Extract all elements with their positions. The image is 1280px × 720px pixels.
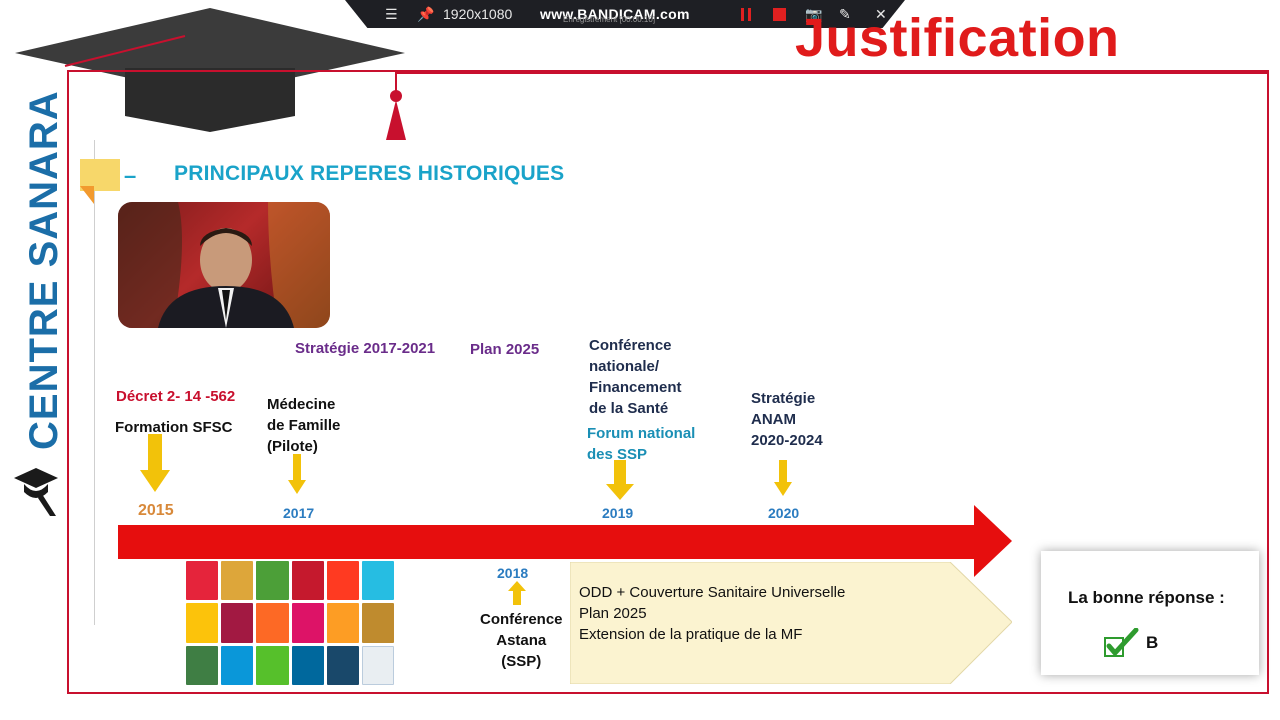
sdg-tile bbox=[361, 561, 394, 601]
brand-vertical: CENTRE SANARA bbox=[22, 90, 66, 450]
sdg-tile bbox=[291, 603, 324, 643]
recording-status: Enregistrement [00:00:10] bbox=[563, 15, 656, 24]
sdg-tile bbox=[361, 645, 394, 685]
recording-toolbar: ☰ 📌 1920x1080 www.BANDICAM.com Enregistr… bbox=[345, 0, 905, 28]
label-strategie-2017: Stratégie 2017-2021 bbox=[295, 340, 436, 357]
label-decret: Décret 2- 14 -562 bbox=[116, 388, 236, 405]
frame-divider bbox=[94, 140, 95, 625]
timeline-arrow bbox=[118, 505, 1012, 577]
answer-box bbox=[1041, 551, 1259, 675]
sdg-tile bbox=[256, 603, 289, 643]
close-icon[interactable]: ✕ bbox=[875, 6, 887, 22]
camera-icon[interactable]: 📷 bbox=[805, 6, 823, 22]
label-medecine-famille: Médecine de Famille (Pilote) bbox=[267, 396, 341, 455]
sdg-tile bbox=[186, 603, 219, 643]
arrow-down-2019 bbox=[606, 460, 634, 500]
label-forum-ssp: Forum national des SSP bbox=[587, 425, 696, 463]
sdg-tile bbox=[186, 645, 219, 685]
graduation-cap-icon bbox=[15, 8, 405, 132]
sdg-goals-grid bbox=[186, 561, 394, 685]
sdg-tile bbox=[291, 645, 324, 685]
sdg-tile bbox=[326, 603, 359, 643]
sdg-tile bbox=[186, 561, 219, 601]
sdg-tile bbox=[221, 561, 254, 601]
sdg-tile bbox=[256, 645, 289, 685]
label-conference-nationale: Conférence nationale/ Financement de la … bbox=[589, 337, 682, 417]
heading-dash: – bbox=[124, 163, 137, 188]
pencil-icon[interactable]: ✎ bbox=[839, 6, 851, 22]
label-formation-sfsc: Formation SFSC bbox=[115, 419, 233, 436]
label-strategie-anam: Stratégie ANAM 2020-2024 bbox=[751, 390, 823, 449]
tassel-cord bbox=[395, 72, 397, 98]
banner-line: Extension de la pratique de la MF bbox=[579, 626, 803, 643]
banner-line: Plan 2025 bbox=[579, 605, 647, 622]
pin-icon[interactable]: 📌 bbox=[417, 6, 435, 22]
year-2018: 2018 bbox=[497, 565, 529, 581]
arrow-down-2015 bbox=[140, 434, 170, 492]
bandicam-brand: www.BANDICAM.com bbox=[540, 6, 690, 22]
arrow-down-2020 bbox=[774, 460, 792, 496]
check-icon bbox=[1104, 628, 1139, 657]
resolution-label: 1920x1080 bbox=[443, 6, 513, 22]
heading-accent-square bbox=[80, 159, 120, 191]
sdg-tile bbox=[361, 603, 394, 643]
stop-icon[interactable] bbox=[773, 8, 786, 21]
arrow-down-2017 bbox=[288, 454, 306, 494]
odd-banner-text: ODD + Couverture Sanitaire Universelle P… bbox=[579, 582, 845, 645]
tassel-icon bbox=[386, 90, 406, 140]
label-plan-2025: Plan 2025 bbox=[470, 341, 540, 358]
sdg-tile bbox=[221, 603, 254, 643]
answer-value: B bbox=[1146, 633, 1159, 652]
sdg-tile bbox=[326, 561, 359, 601]
pause-icon[interactable] bbox=[741, 8, 751, 21]
sdg-tile bbox=[291, 561, 324, 601]
year-2019: 2019 bbox=[602, 505, 634, 521]
answer-title: La bonne réponse : bbox=[1068, 588, 1225, 607]
slide-title: Justification bbox=[795, 8, 1120, 68]
sdg-tile bbox=[221, 645, 254, 685]
label-conference-astana: Conférence Astana (SSP) bbox=[480, 611, 563, 670]
year-2015: 2015 bbox=[138, 502, 174, 519]
odd-banner-shape bbox=[570, 562, 1012, 684]
menu-icon[interactable]: ☰ bbox=[385, 6, 398, 22]
sdg-tile bbox=[326, 645, 359, 685]
portrait-photo bbox=[118, 202, 330, 328]
year-2020: 2020 bbox=[768, 505, 800, 521]
year-2017: 2017 bbox=[283, 505, 315, 521]
arrow-up-2018 bbox=[508, 581, 526, 605]
slide-frame bbox=[67, 70, 1269, 694]
banner-line: ODD + Couverture Sanitaire Universelle bbox=[579, 584, 846, 601]
sdg-tile bbox=[256, 561, 289, 601]
brand-logo-icon bbox=[14, 468, 58, 516]
section-title: PRINCIPAUX REPERES HISTORIQUES bbox=[174, 162, 565, 185]
frame-top-line bbox=[395, 72, 1267, 74]
